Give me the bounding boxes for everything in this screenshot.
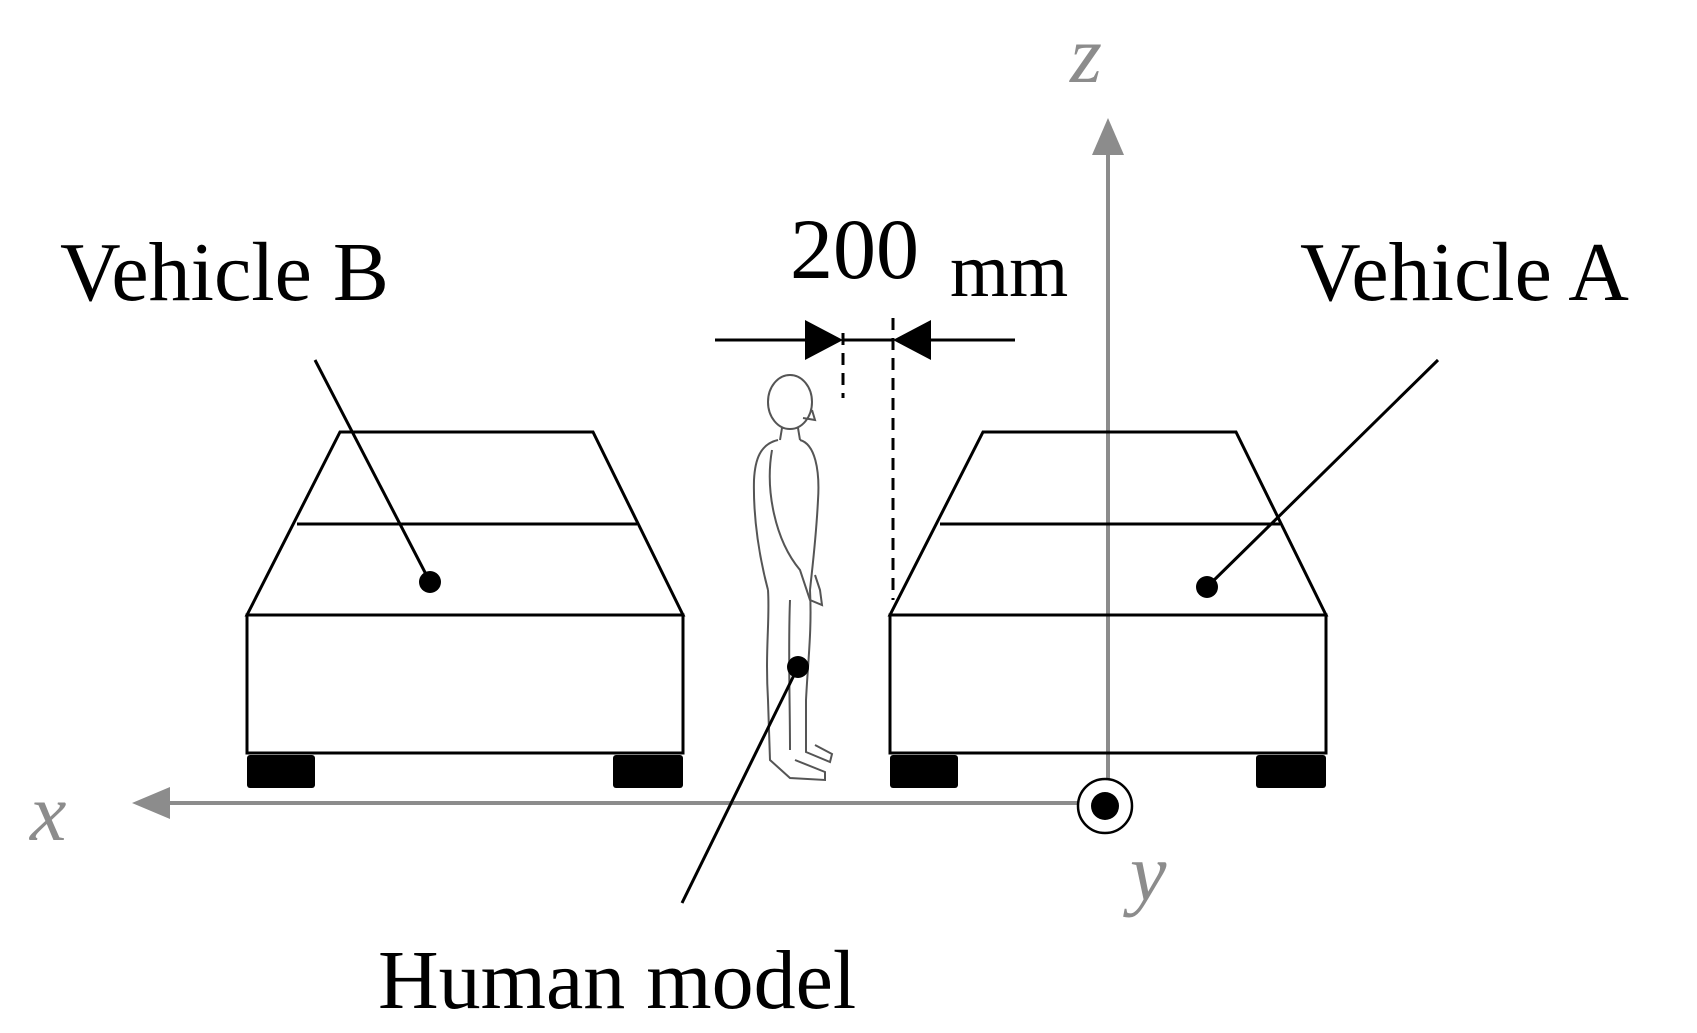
gap-unit-label: mm — [950, 229, 1068, 313]
vehicle-a-leader-line — [1205, 358, 1440, 589]
vehicle-a-rear-wheel — [1256, 755, 1326, 788]
vehicle-b-body — [245, 613, 685, 755]
vehicle-a-body — [888, 613, 1328, 755]
vehicle-b — [244, 430, 686, 788]
x-axis-arrowhead — [132, 787, 170, 819]
human-model-leader-line — [680, 666, 800, 904]
y-axis-out-of-page-symbol — [1076, 777, 1134, 835]
z-axis-label: z — [1069, 9, 1102, 100]
z-axis — [1092, 118, 1124, 800]
vehicle-b-label: Vehicle B — [60, 226, 389, 319]
gap-dimension — [715, 318, 1015, 600]
vehicle-a — [887, 430, 1329, 788]
gap-value-label: 200 — [790, 201, 919, 297]
human-model-label: Human model — [378, 934, 856, 1027]
x-axis — [132, 787, 1085, 819]
vehicle-b-rear-wheel — [247, 755, 315, 788]
z-axis-arrowhead — [1092, 118, 1124, 155]
vehicle-b-leader-line — [313, 359, 432, 583]
vehicle-b-front-wheel — [613, 755, 683, 788]
gap-dimension-right-arrowhead — [893, 320, 931, 360]
y-axis-label: y — [1123, 827, 1167, 918]
gap-dimension-left-arrowhead — [805, 320, 843, 360]
vehicle-a-front-wheel — [890, 755, 958, 788]
human-model-figure — [752, 374, 834, 782]
vehicle-a-label: Vehicle A — [1300, 226, 1629, 319]
x-axis-label: x — [29, 767, 66, 858]
